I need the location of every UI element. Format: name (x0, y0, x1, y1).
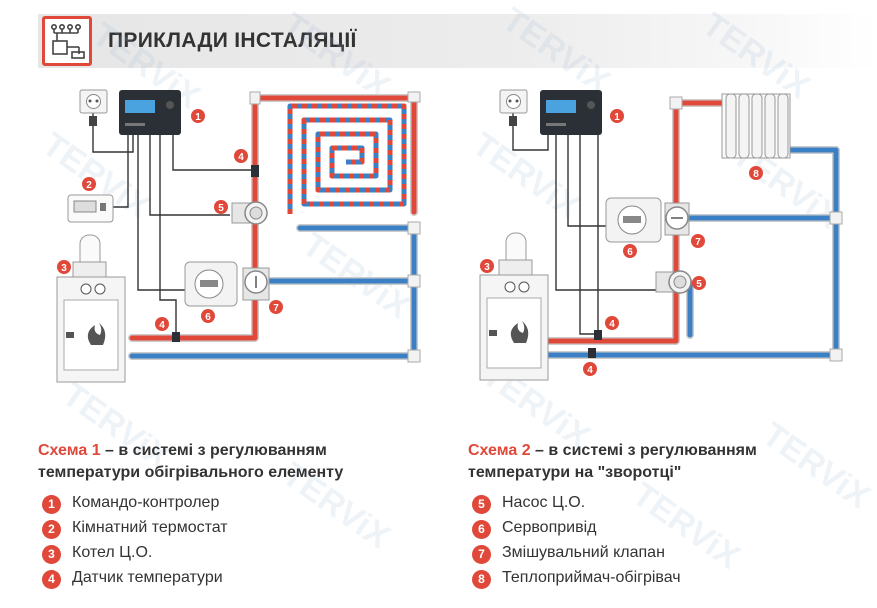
legend-item: 7 Змішувальний клапан (472, 543, 852, 568)
scheme-1-caption: Схема 1 – в системі з регулюванням темпе… (38, 440, 343, 484)
svg-text:TERViX: TERViX (295, 225, 417, 326)
legend-label: Теплоприймач-обігрівач (502, 569, 681, 586)
radiator-device (721, 93, 791, 159)
legend-item: 5 Насос Ц.О. (472, 493, 852, 518)
legend-number-badge: 7 (472, 545, 491, 564)
legend-label: Сервопривід (502, 519, 597, 536)
scheme-2-caption: Схема 2 – в системі з регулюванням темпе… (468, 440, 757, 484)
legend-label: Датчик температури (72, 569, 223, 586)
servo-actuator-device (184, 261, 238, 307)
svg-text:4: 4 (159, 320, 165, 331)
temperature-sensor-bottom (172, 332, 180, 342)
legend-item: 8 Теплоприймач-обігрівач (472, 568, 852, 593)
legend-item: 3 Котел Ц.О. (42, 543, 422, 568)
svg-text:1: 1 (195, 112, 201, 123)
pump-device (231, 201, 268, 225)
temperature-sensor-top (251, 165, 259, 177)
pipe-joints (249, 91, 421, 363)
svg-text:4: 4 (609, 319, 615, 330)
legend-number-badge: 6 (472, 520, 491, 539)
svg-text:5: 5 (696, 279, 702, 290)
svg-text:1: 1 (614, 112, 620, 123)
svg-text:3: 3 (61, 263, 67, 274)
pump-device (655, 270, 692, 294)
scheme-2-label: Схема 2 (468, 442, 531, 459)
legend-number-badge: 3 (42, 545, 61, 564)
legend-label: Кімнатний термостат (72, 519, 228, 536)
svg-text:7: 7 (695, 237, 701, 248)
svg-text:TERViX: TERViX (275, 5, 397, 106)
svg-text:TERViX: TERViX (695, 5, 817, 106)
scheme-1-label: Схема 1 (38, 442, 101, 459)
scheme-1-caption-line2: температури обігрівального елементу (38, 464, 344, 481)
page-title: ПРИКЛАДИ ІНСТАЛЯЦІЇ (108, 29, 357, 52)
scheme-2-caption-rest: – в системі з регулюванням (530, 442, 757, 459)
temperature-sensor-supply (594, 330, 602, 340)
scheme1-badges: 1 2 3 4 4 5 6 7 (57, 109, 283, 331)
svg-text:3: 3 (484, 262, 490, 273)
section-header: ПРИКЛАДИ ІНСТАЛЯЦІЇ (38, 14, 877, 68)
svg-text:4: 4 (238, 152, 244, 163)
legend-right: 5 Насос Ц.О. 6 Сервопривід 7 Змішувальний к… (472, 493, 852, 593)
controller-device (119, 90, 181, 135)
control-wires (92, 113, 252, 338)
installation-scheme-icon (42, 16, 92, 66)
svg-text:7: 7 (273, 303, 279, 314)
legend-label: Котел Ц.О. (72, 544, 153, 561)
legend-item: 1 Командо-контролер (42, 493, 422, 518)
svg-text:2: 2 (86, 180, 92, 191)
legend-label: Командо-контролер (72, 494, 220, 511)
mixing-valve-device (242, 267, 270, 301)
legend-number-badge: 2 (42, 520, 61, 539)
header-bar (38, 14, 877, 68)
power-socket (79, 89, 108, 126)
watermark: TERViX TERViX TERViX TERViX TERViX TERVi… (35, 0, 877, 576)
temperature-sensor-return (588, 348, 596, 358)
servo-actuator-device (605, 197, 662, 243)
legend-item: 4 Датчик температури (42, 568, 422, 593)
scheme2-badges: 1 3 4 4 5 6 7 8 (480, 109, 763, 376)
legend-label: Насос Ц.О. (502, 494, 586, 511)
svg-text:8: 8 (753, 169, 759, 180)
legend-number-badge: 8 (472, 570, 491, 589)
scheme-2-caption-line2: температури на "зворотці" (468, 464, 682, 481)
return-pipe (128, 224, 418, 360)
scheme-1-caption-rest: – в системі з регулюванням (100, 442, 327, 459)
boiler-device (56, 234, 126, 383)
svg-text:5: 5 (218, 203, 224, 214)
legend-label: Змішувальний клапан (502, 544, 665, 561)
svg-text:TERViX: TERViX (465, 125, 587, 226)
underfloor-heating-coil (287, 103, 407, 214)
mixing-valve-device (664, 202, 690, 236)
scheme-2-diagram: 1 3 4 4 5 6 7 8 (479, 89, 843, 381)
scheme-1-diagram: 1 2 3 4 4 5 6 7 (56, 89, 421, 383)
legend-number-badge: 1 (42, 495, 61, 514)
legend-item: 6 Сервопривід (472, 518, 852, 543)
controller-device (540, 90, 602, 135)
boiler-device (479, 232, 549, 381)
svg-text:6: 6 (627, 247, 633, 258)
svg-text:4: 4 (587, 365, 593, 376)
legend-number-badge: 4 (42, 570, 61, 589)
legend-item: 2 Кімнатний термостат (42, 518, 422, 543)
svg-text:TERViX: TERViX (495, 0, 617, 101)
power-socket (499, 89, 528, 126)
svg-text:6: 6 (205, 312, 211, 323)
legend-number-badge: 5 (472, 495, 491, 514)
room-thermostat-device (67, 194, 114, 223)
